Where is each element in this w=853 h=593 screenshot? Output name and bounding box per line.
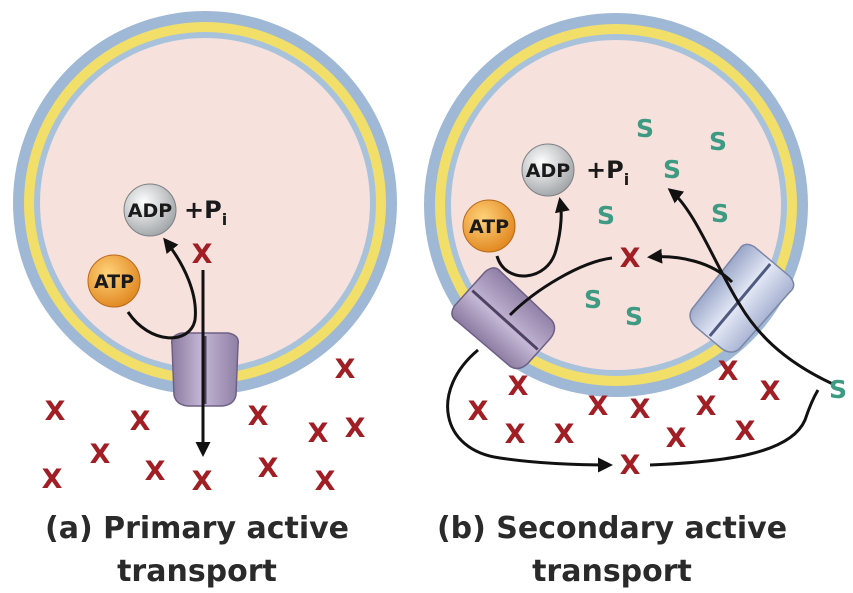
solute-x: X [248, 401, 269, 432]
solute-x: X [696, 391, 717, 422]
solute-x: X [335, 354, 356, 385]
pump-protein-b [451, 267, 556, 370]
solute-x: X [760, 376, 781, 407]
solute-x: X [130, 406, 151, 437]
solute-x: X [630, 394, 651, 425]
cell-b-cytoplasm [451, 40, 781, 370]
solute-x: X [505, 419, 526, 450]
solute-x: X [258, 453, 279, 484]
adp-molecule-a: ADP [123, 183, 177, 237]
solute-x-marks-a: X X X X X X X X X X X X X [42, 239, 366, 497]
solute-x: X [468, 396, 489, 427]
cotransporter-protein-b [689, 243, 795, 353]
solute-s: S [597, 201, 615, 230]
s-cotransport-arrow-b [667, 188, 836, 387]
caption-b-line2: transport [532, 554, 692, 589]
solute-x: X [620, 450, 641, 481]
x-pump-entry-arrow-b [508, 256, 613, 317]
solute-x: X [192, 466, 213, 497]
panel-a-primary-active-transport: ADP +Pi ATP X X X X X X X X X X X X X (a… [13, 11, 397, 589]
atp-hydrolysis-arrow-a [126, 237, 197, 340]
solute-s: S [711, 199, 729, 228]
phosphate-label-a: +Pi [184, 196, 227, 229]
solute-x: X [735, 416, 756, 447]
atp-molecule-b: ATP [462, 199, 516, 253]
solute-x: X [42, 464, 63, 495]
atp-hydrolysis-arrow-b [495, 197, 570, 278]
adp-label-a: ADP [128, 200, 172, 222]
solute-s: S [636, 114, 654, 143]
solute-x: X [666, 423, 687, 454]
pump-protein-a [170, 332, 240, 407]
adp-label-b: ADP [526, 160, 570, 182]
atp-molecule-a: ATP [87, 254, 141, 308]
atp-label-a: ATP [94, 271, 134, 293]
caption-a-line2: transport [117, 554, 277, 589]
adp-molecule-b: ADP [521, 143, 575, 197]
solute-s: S [663, 155, 681, 184]
caption-b-line1: (b) Secondary active [437, 511, 787, 546]
solute-x: X [345, 413, 366, 444]
solute-x-marks-b: X X X X X X X X X X X X X [468, 243, 781, 481]
solute-x: X [308, 418, 329, 449]
x-loop-return-arrow-b [649, 389, 820, 467]
solute-x-inside-b: X [620, 243, 641, 274]
solute-s: S [584, 285, 602, 314]
x-reentry-arrow-b [647, 248, 734, 284]
solute-x: X [508, 371, 529, 402]
atp-label-b: ATP [469, 216, 509, 238]
caption-a-line1: (a) Primary active [45, 511, 349, 546]
x-pump-out-arrow-b [446, 348, 613, 473]
solute-s: S [625, 302, 643, 331]
solute-x: X [588, 391, 609, 422]
solute-s: S [709, 127, 727, 156]
solute-x: X [554, 419, 575, 450]
solute-x-inside-a: X [192, 239, 213, 270]
solute-x: X [145, 456, 166, 487]
phosphate-label-b: +Pi [586, 156, 629, 189]
panel-b-secondary-active-transport: ADP +Pi ATP X X X X X X X X X X X X X [424, 13, 847, 589]
solute-x: X [45, 396, 66, 427]
solute-s-marks-b: S S S S S S S S [584, 114, 847, 404]
solute-x: X [718, 356, 739, 387]
solute-s-outside: S [829, 375, 847, 404]
solute-x: X [315, 466, 336, 497]
solute-x: X [90, 439, 111, 470]
